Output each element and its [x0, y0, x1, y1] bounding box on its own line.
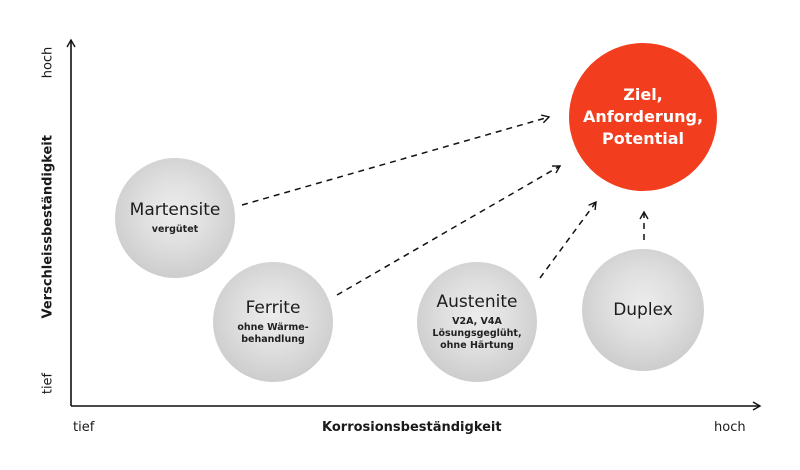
- x-axis-title: Korrosionsbeständigkeit: [322, 420, 502, 435]
- ferrite-node: Ferrite ohne Wärme- behandlung: [213, 262, 333, 382]
- x-axis-low-label: tief: [73, 420, 95, 435]
- target-line-1: Ziel,: [623, 85, 663, 104]
- target-line-2: Anforderung,: [582, 107, 704, 126]
- austenite-sub-3: ohne Härtung: [440, 340, 514, 351]
- austenite-sub-2: Lösungsgeglüht,: [432, 328, 522, 339]
- target-line-3: Potential: [601, 129, 685, 148]
- target-node: Ziel, Anforderung, Potential: [569, 43, 717, 191]
- y-axis-high-label: hoch: [40, 46, 56, 79]
- austenite-title: Austenite: [436, 292, 518, 312]
- ferrite-title: Ferrite: [245, 298, 301, 318]
- x-axis-high-label: hoch: [714, 420, 746, 435]
- arrow-martensite-to-target: [241, 114, 551, 206]
- austenite-sub-1: V2A, V4A: [452, 316, 502, 327]
- y-axis-low-label: tief: [40, 372, 56, 395]
- martensite-node: Martensite vergütet: [115, 158, 235, 278]
- arrow-ferrite-to-target: [336, 165, 562, 296]
- arrow-austenite-to-target: [539, 200, 597, 279]
- duplex-node: Duplex: [582, 249, 704, 371]
- martensite-sub: vergütet: [151, 224, 199, 235]
- duplex-title: Duplex: [613, 300, 673, 320]
- ferrite-sub-2: behandlung: [241, 334, 305, 345]
- austenite-node: Austenite V2A, V4A Lösungsgeglüht, ohne …: [417, 262, 537, 382]
- martensite-title: Martensite: [129, 200, 221, 220]
- y-axis-title: Verschleissbeständigkeit: [40, 135, 56, 319]
- ferrite-sub-1: ohne Wärme-: [237, 322, 309, 333]
